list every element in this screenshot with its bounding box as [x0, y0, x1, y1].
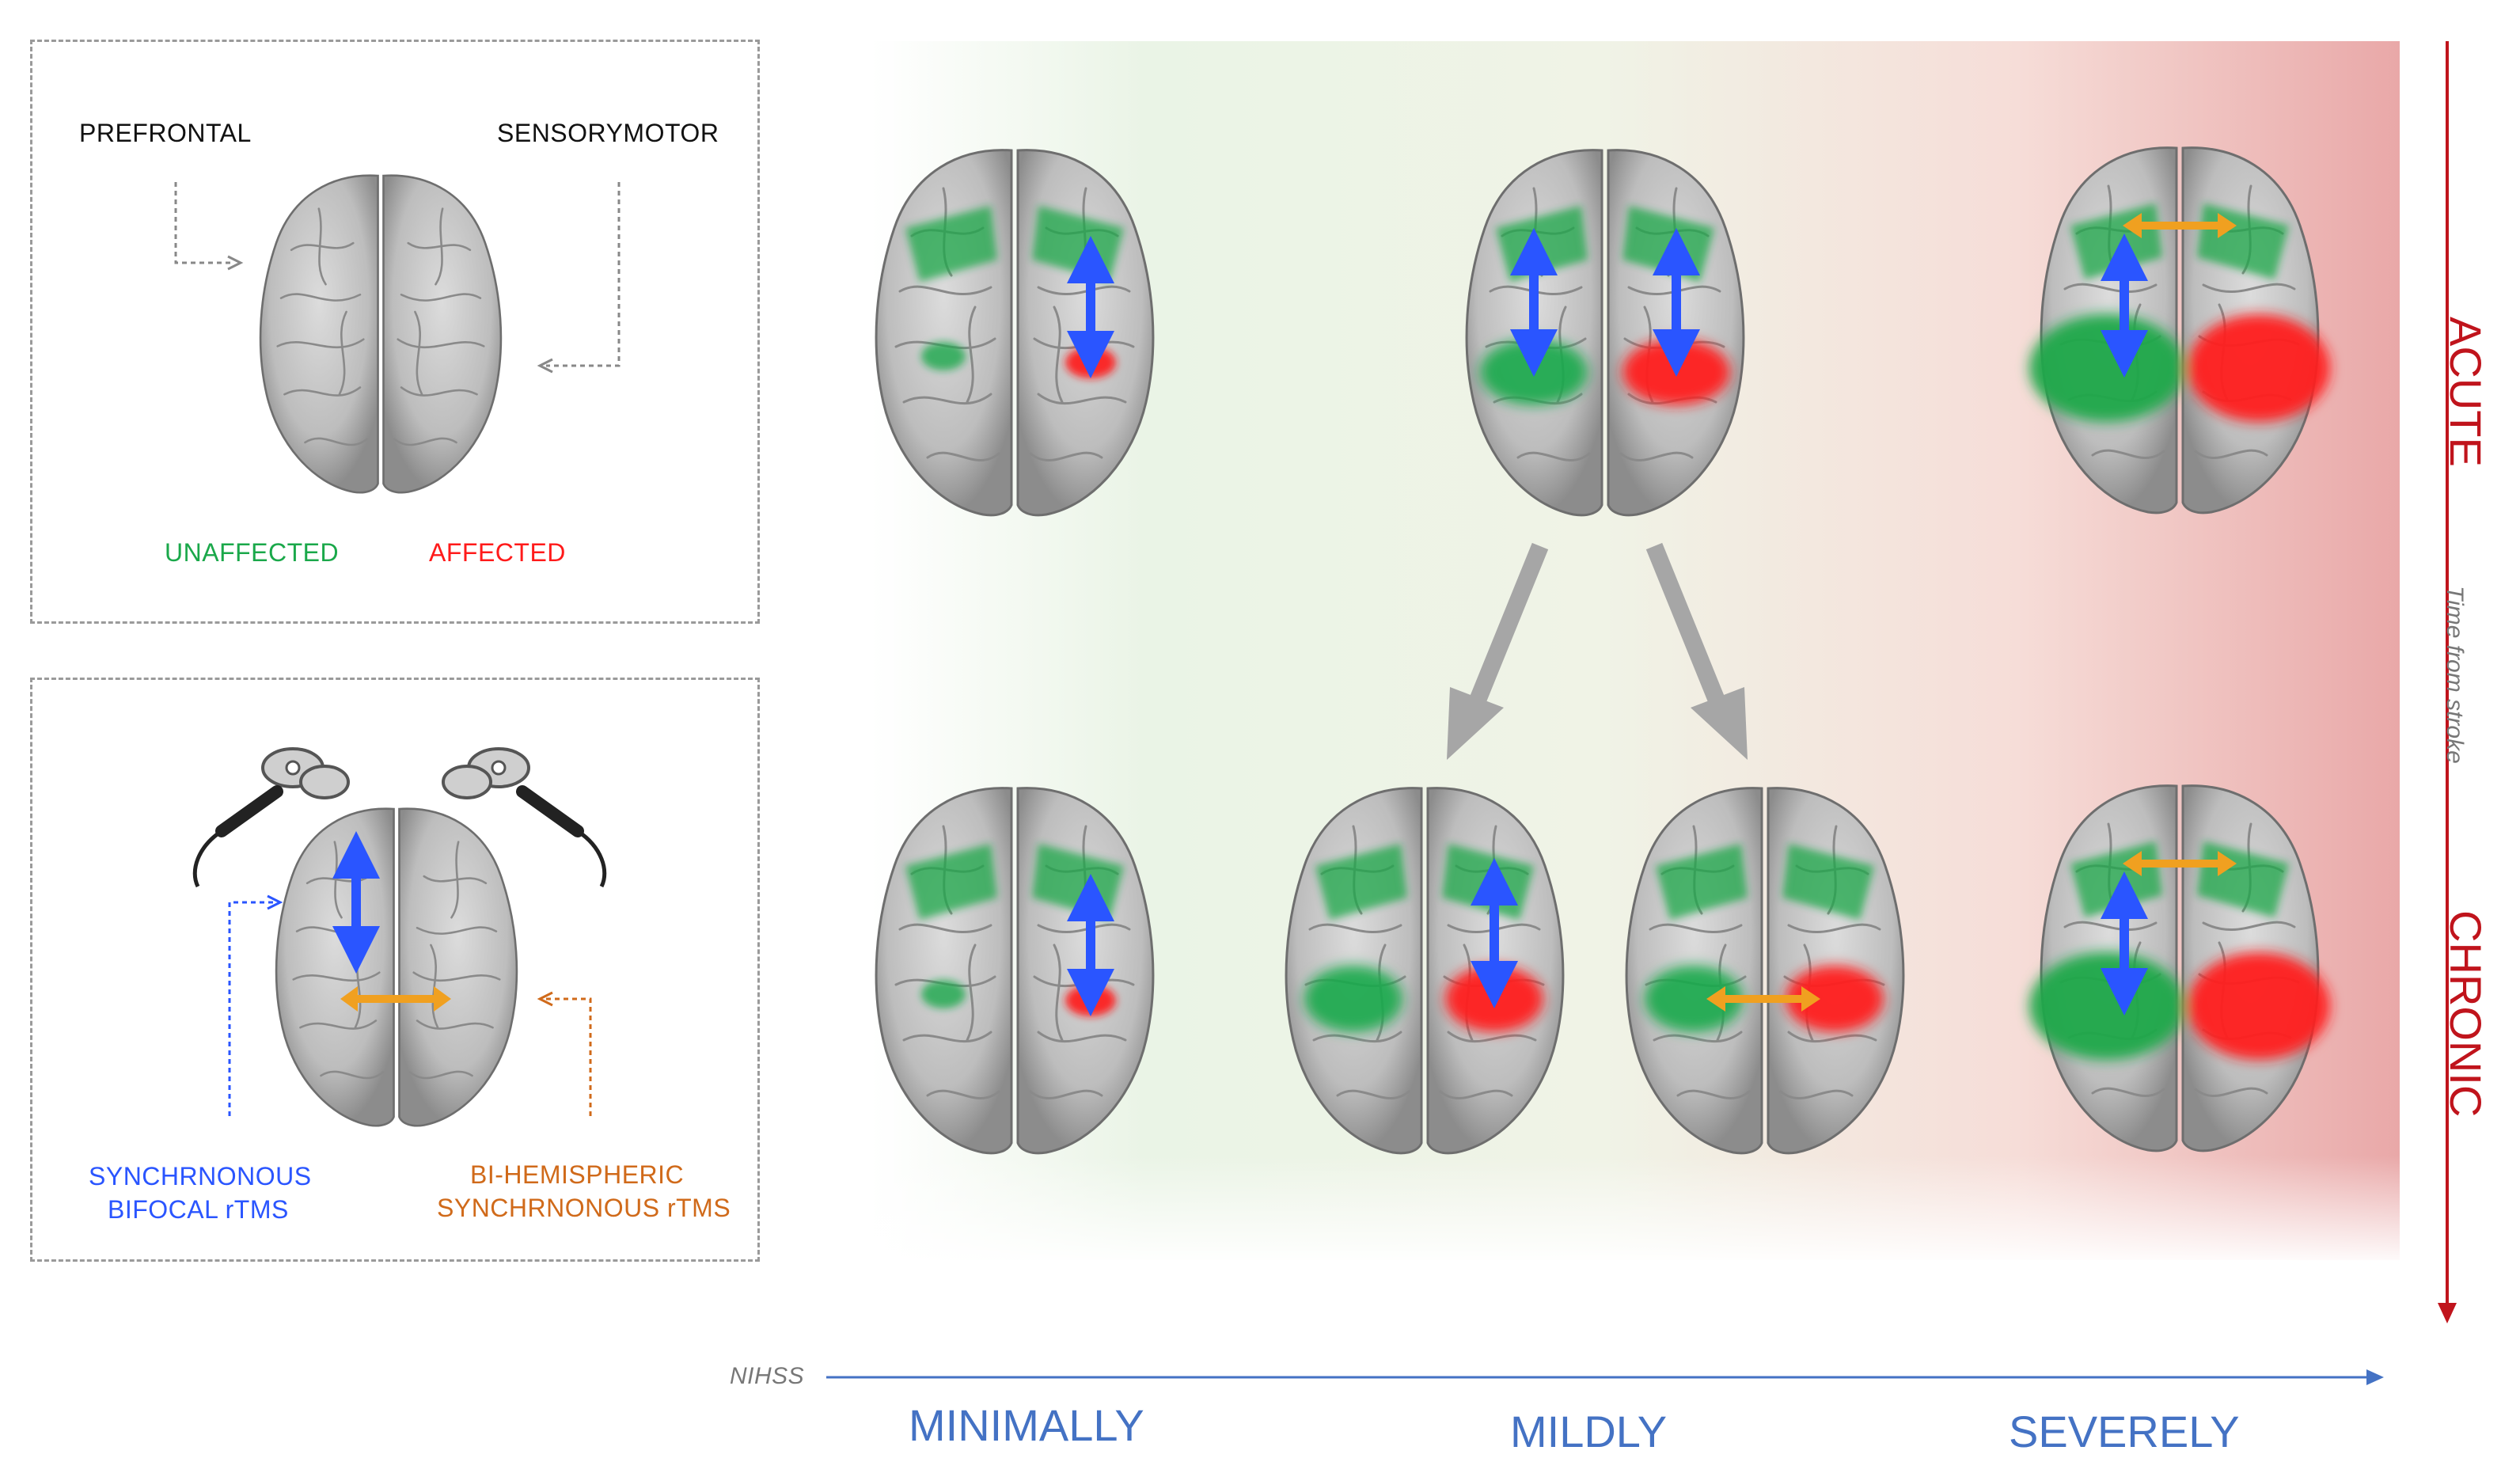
mildly-label: MILDLY [1510, 1407, 1668, 1456]
brain-chronic-minimally [864, 779, 1165, 1159]
bi-hemispheric-label-2: SYNCHRNONOUS rTMS [437, 1194, 731, 1222]
bi-hemispheric-label-1: BI-HEMISPHERIC [470, 1160, 685, 1189]
synchronous-bifocal-label-2: BIFOCAL rTMS [108, 1195, 289, 1224]
synchronous-bifocal-label-1: SYNCHRNONOUS [89, 1162, 312, 1190]
brain-chronic-mildly-a [1274, 779, 1575, 1159]
brain-chronic-severely [2029, 773, 2330, 1160]
unaffected-label: UNAFFECTED [165, 538, 340, 567]
legend-box-regions [30, 40, 760, 624]
brain-chronic-mildly-b [1615, 779, 1915, 1159]
nihss-label: NIHSS [730, 1363, 805, 1389]
brain-acute-mildly [1455, 141, 1755, 521]
sensorymotor-label: SENSORYMOTOR [497, 119, 719, 147]
tms-coil-left-icon [192, 747, 350, 888]
severely-label: SEVERELY [2009, 1407, 2240, 1456]
legend-box-rtms [30, 678, 760, 1262]
affected-label: AFFECTED [429, 538, 566, 567]
minimally-label: MINIMALLY [909, 1400, 1144, 1450]
tms-coil-right-icon [442, 747, 607, 888]
brain-acute-minimally [864, 141, 1165, 521]
gradient-fade-bottom [871, 1156, 2400, 1266]
prefrontal-label: PREFRONTAL [79, 119, 252, 147]
brain-acute-severely [2029, 135, 2330, 522]
